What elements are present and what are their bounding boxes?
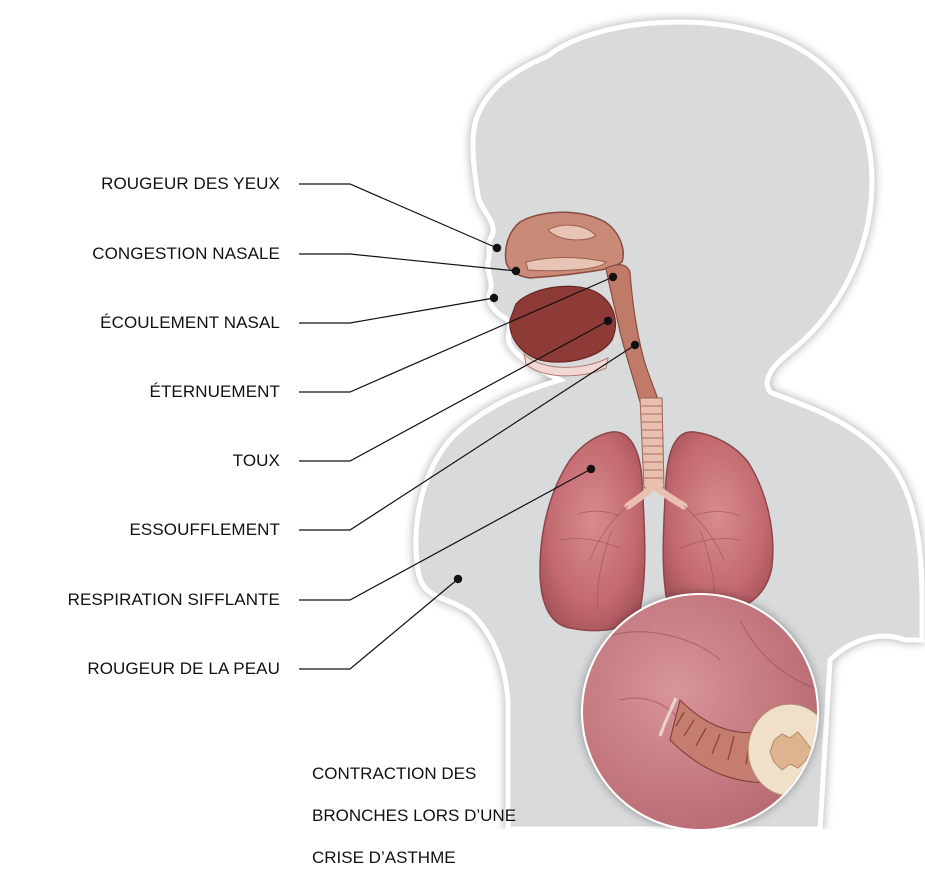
tongue	[510, 286, 616, 362]
label-toux: TOUX	[233, 451, 280, 471]
label-congestion-nasale: CONGESTION NASALE	[92, 244, 280, 264]
label-essoufflement: ESSOUFFLEMENT	[129, 520, 280, 540]
trachea	[640, 398, 664, 488]
label-ecoulement-nasal: ÉCOULEMENT NASAL	[100, 313, 280, 333]
label-rougeur-de-la-peau: ROUGEUR DE LA PEAU	[87, 659, 280, 679]
label-rougeur-des-yeux: ROUGEUR DES YEUX	[101, 174, 280, 194]
label-respiration-sifflante: RESPIRATION SIFFLANTE	[68, 590, 280, 610]
label-eternuement: ÉTERNUEMENT	[150, 382, 281, 402]
caption-line-2: BRONCHES LORS D’UNE	[312, 805, 612, 826]
caption-line-1: CONTRACTION DES	[312, 763, 612, 784]
caption-line-3: CRISE D’ASTHME	[312, 847, 612, 868]
respiratory-diagram	[0, 0, 925, 829]
caption-bronchoconstriction: CONTRACTION DES BRONCHES LORS D’UNE CRIS…	[312, 742, 612, 889]
